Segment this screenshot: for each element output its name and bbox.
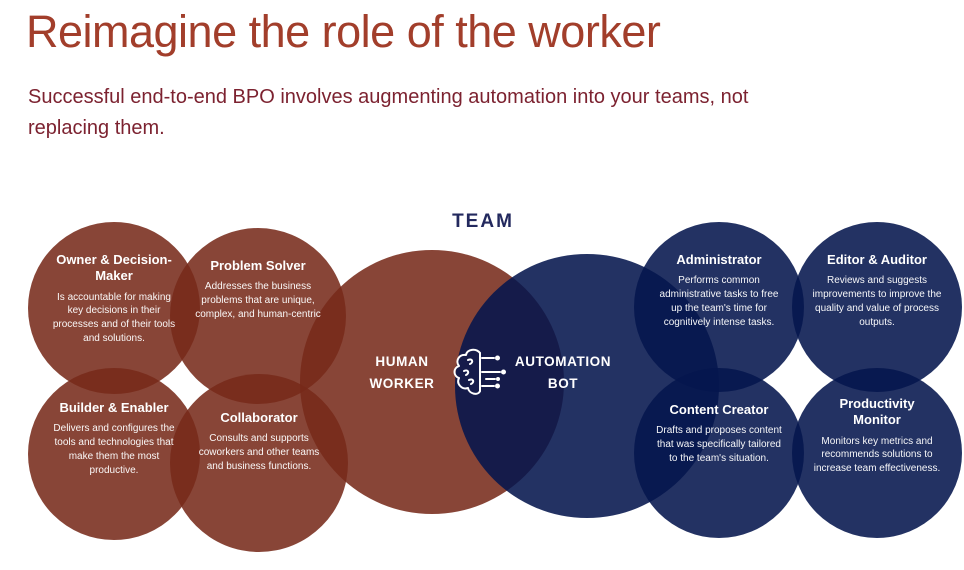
role-description: Is accountable for making key decisions … (52, 291, 176, 344)
role-owner-decision-maker: Owner & Decision-Maker Is accountable fo… (42, 252, 186, 346)
role-problem-solver: Problem Solver Addresses the business pr… (186, 258, 330, 322)
role-description: Reviews and suggests improvements to imp… (812, 275, 942, 328)
role-content-creator: Content Creator Drafts and proposes cont… (647, 402, 791, 466)
content-creator-circle (634, 368, 804, 538)
editor-auditor-circle (792, 222, 962, 392)
team-label: TEAM (452, 211, 514, 232)
page-title: Reimagine the role of the worker (26, 6, 661, 57)
role-title: Problem Solver (210, 258, 306, 273)
brain-circuit-icon (453, 348, 506, 395)
role-collaborator: Collaborator Consults and supports cowor… (187, 410, 331, 474)
role-editor-auditor: Editor & Auditor Reviews and suggests im… (805, 252, 949, 329)
role-title: Productivity Monitor (839, 396, 915, 428)
role-administrator: Administrator Performs common administra… (647, 252, 791, 329)
role-title: Builder & Enabler (59, 400, 169, 415)
role-builder-enabler: Builder & Enabler Delivers and configure… (42, 400, 186, 477)
role-productivity-monitor: Productivity Monitor Monitors key metric… (805, 396, 949, 476)
automation-bot-label: AUTOMATION BOT (514, 354, 612, 391)
role-description: Drafts and proposes content that was spe… (656, 425, 782, 464)
page-subtitle: Successful end-to-end BPO involves augme… (28, 86, 749, 139)
human-worker-label: HUMAN WORKER (369, 354, 435, 391)
productivity-monitor-circle (792, 368, 962, 538)
role-title: Editor & Auditor (827, 252, 927, 267)
administrator-circle (634, 222, 804, 392)
role-description: Consults and supports coworkers and othe… (198, 433, 320, 472)
role-title: Content Creator (669, 402, 769, 417)
role-title: Owner & Decision-Maker (56, 252, 172, 284)
role-title: Administrator (676, 252, 762, 267)
role-title: Collaborator (220, 410, 298, 425)
role-description: Delivers and configures the tools and te… (53, 423, 175, 476)
role-description: Monitors key metrics and recommends solu… (813, 435, 941, 475)
role-description: Performs common administrative tasks to … (659, 275, 779, 328)
role-description: Addresses the business problems that are… (195, 281, 321, 320)
